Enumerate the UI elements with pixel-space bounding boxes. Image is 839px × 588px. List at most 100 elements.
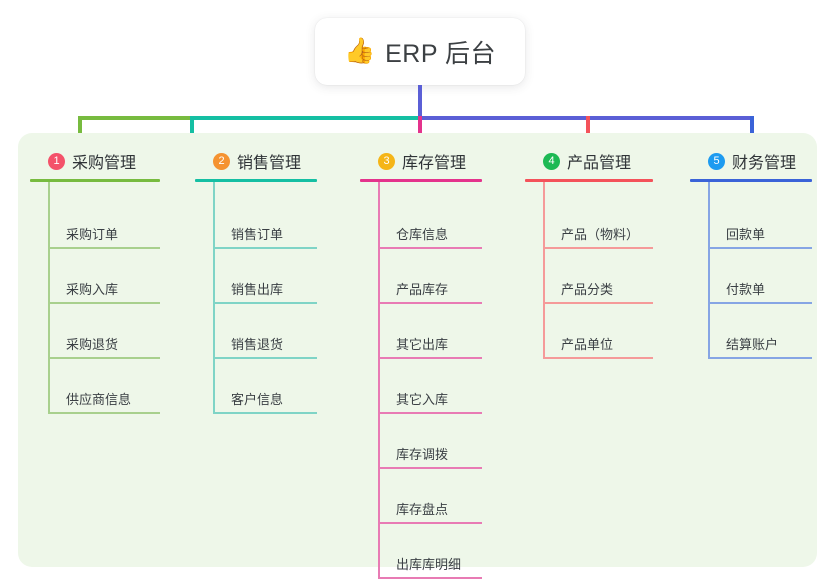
leaf-label: 其它入库 xyxy=(396,392,449,407)
column-underline-5 xyxy=(690,179,812,182)
leaf-node[interactable]: 其它出库 xyxy=(378,329,482,359)
leaf-node[interactable]: 产品库存 xyxy=(378,274,482,304)
bus-green xyxy=(78,116,192,120)
column-underline-1 xyxy=(30,179,160,182)
leaf-node[interactable]: 产品单位 xyxy=(543,329,653,359)
column-spine-2 xyxy=(213,182,215,412)
leaf-underline xyxy=(378,577,482,579)
column-4: 4 产品管理产品（物料） 产品分类产品单位 xyxy=(525,148,653,363)
column-2: 2 销售管理销售订单销售出库销售退货客户信息 xyxy=(195,148,317,418)
leaf-node[interactable]: 结算账户 xyxy=(708,329,812,359)
leaf-underline xyxy=(543,357,653,359)
leaf-label: 付款单 xyxy=(726,282,766,297)
leaf-underline xyxy=(213,247,317,249)
column-underline-2 xyxy=(195,179,317,182)
thumbs-up-icon: 👍 xyxy=(343,37,376,65)
leaf-node[interactable]: 采购退货 xyxy=(48,329,160,359)
leaf-node[interactable]: 销售订单 xyxy=(213,219,317,249)
leaf-underline xyxy=(378,247,482,249)
leaf-node[interactable]: 仓库信息 xyxy=(378,219,482,249)
leaf-underline xyxy=(48,302,160,304)
leaf-underline xyxy=(213,302,317,304)
column-title-4: 产品管理 xyxy=(567,155,632,172)
column-1: 1 采购管理采购订单采购入库采购退货供应商信息 xyxy=(30,148,160,418)
leaf-label: 销售订单 xyxy=(231,227,284,242)
column-header-2[interactable]: 2 销售管理 xyxy=(195,148,317,174)
column-header-4[interactable]: 4 产品管理 xyxy=(525,148,653,174)
leaf-underline xyxy=(378,357,482,359)
leaf-underline xyxy=(708,247,812,249)
leaf-underline xyxy=(543,302,653,304)
leaf-node[interactable]: 产品分类 xyxy=(543,274,653,304)
leaf-underline xyxy=(378,302,482,304)
column-title-5: 财务管理 xyxy=(732,155,797,172)
leaf-node[interactable]: 回款单 xyxy=(708,219,812,249)
leaf-label: 客户信息 xyxy=(231,392,284,407)
column-spine-1 xyxy=(48,182,50,412)
column-spine-4 xyxy=(543,182,545,357)
leaf-node[interactable]: 销售出库 xyxy=(213,274,317,304)
leaf-label: 供应商信息 xyxy=(66,392,132,407)
leaf-underline xyxy=(378,467,482,469)
column-title-1: 采购管理 xyxy=(72,155,137,172)
leaf-underline xyxy=(378,522,482,524)
leaf-label: 销售出库 xyxy=(231,282,284,297)
leaf-node[interactable]: 采购入库 xyxy=(48,274,160,304)
leaf-label: 产品（物料） xyxy=(561,227,640,242)
column-badge-3: 3 xyxy=(378,152,395,170)
column-badge-4: 4 xyxy=(543,152,560,170)
leaf-label: 结算账户 xyxy=(726,337,779,352)
column-spine-3 xyxy=(378,182,380,577)
leaf-node[interactable]: 其它入库 xyxy=(378,384,482,414)
column-5: 5 财务管理回款单付款单结算账户 xyxy=(690,148,812,363)
column-title-2: 销售管理 xyxy=(237,155,302,172)
leaf-underline xyxy=(378,412,482,414)
column-body-5: 回款单付款单结算账户 xyxy=(690,182,812,363)
leaf-label: 销售退货 xyxy=(231,337,284,352)
leaf-node[interactable]: 客户信息 xyxy=(213,384,317,414)
leaf-node[interactable]: 产品（物料） xyxy=(543,219,653,249)
column-body-1: 采购订单采购入库采购退货供应商信息 xyxy=(30,182,160,418)
leaf-node[interactable]: 供应商信息 xyxy=(48,384,160,414)
column-header-1[interactable]: 1 采购管理 xyxy=(30,148,160,174)
leaf-label: 回款单 xyxy=(726,227,766,242)
leaf-node[interactable]: 销售退货 xyxy=(213,329,317,359)
root-node-title: ERP 后台 xyxy=(385,39,497,68)
leaf-node[interactable]: 库存盘点 xyxy=(378,494,482,524)
column-header-5[interactable]: 5 财务管理 xyxy=(690,148,812,174)
column-badge-5: 5 xyxy=(708,152,725,170)
drop-finance xyxy=(750,116,754,146)
branch-panel xyxy=(18,133,817,567)
leaf-underline xyxy=(48,412,160,414)
column-body-2: 销售订单销售出库销售退货客户信息 xyxy=(195,182,317,418)
leaf-label: 其它出库 xyxy=(396,337,449,352)
root-stem-connector xyxy=(418,85,422,118)
leaf-underline xyxy=(708,302,812,304)
leaf-label: 采购退货 xyxy=(66,337,119,352)
column-header-3[interactable]: 3 库存管理 xyxy=(360,148,482,174)
leaf-underline xyxy=(48,247,160,249)
leaf-node[interactable]: 采购订单 xyxy=(48,219,160,249)
leaf-label: 产品单位 xyxy=(561,337,614,352)
leaf-label: 采购订单 xyxy=(66,227,119,242)
column-underline-3 xyxy=(360,179,482,182)
column-body-3: 仓库信息产品库存其它出库其它入库库存调拨库存盘点出库库明细 xyxy=(360,182,482,583)
leaf-node[interactable]: 付款单 xyxy=(708,274,812,304)
leaf-label: 产品分类 xyxy=(561,282,614,297)
column-badge-1: 1 xyxy=(48,152,65,170)
drop-product xyxy=(586,116,590,146)
leaf-node[interactable]: 出库库明细 xyxy=(378,549,482,579)
root-node-card[interactable]: 👍 ERP 后台 xyxy=(315,18,525,85)
leaf-underline xyxy=(48,357,160,359)
drop-inventory xyxy=(418,116,422,146)
column-spine-5 xyxy=(708,182,710,357)
column-underline-4 xyxy=(525,179,653,182)
column-title-3: 库存管理 xyxy=(402,155,467,172)
leaf-node[interactable]: 库存调拨 xyxy=(378,439,482,469)
leaf-label: 库存调拨 xyxy=(396,447,449,462)
leaf-label: 仓库信息 xyxy=(396,227,449,242)
leaf-label: 采购入库 xyxy=(66,282,119,297)
leaf-underline xyxy=(708,357,812,359)
column-badge-2: 2 xyxy=(213,152,230,170)
